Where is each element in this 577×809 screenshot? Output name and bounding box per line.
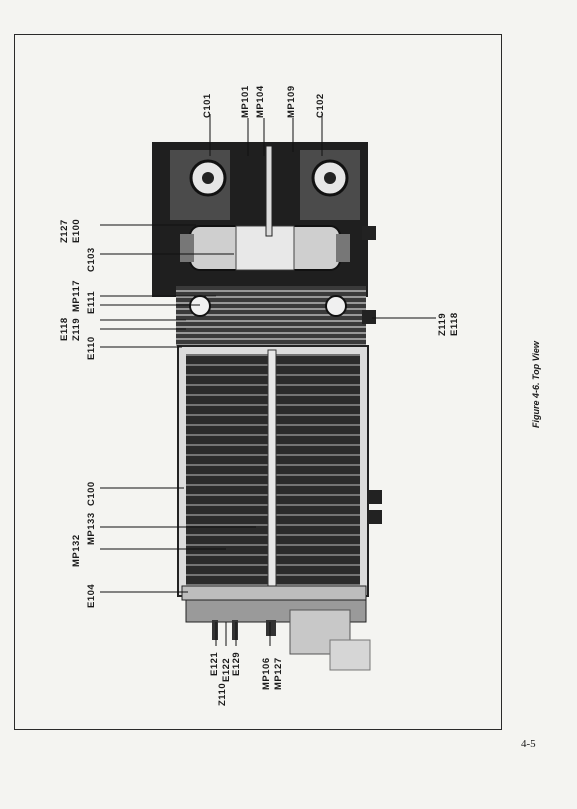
label-e100: E100 — [71, 218, 82, 243]
label-mp104: MP104 — [255, 85, 266, 118]
label-c100: C100 — [86, 481, 97, 506]
label-e110: E110 — [86, 336, 97, 360]
label-mp101: MP101 — [240, 85, 251, 118]
chassis — [152, 142, 376, 346]
figure-frame — [14, 34, 502, 730]
label-c102: C102 — [315, 93, 326, 118]
label-mp109: MP109 — [286, 85, 297, 118]
label-z110: Z110 — [217, 682, 228, 706]
variable-capacitor-c100 — [177, 345, 382, 601]
label-e104: E104 — [86, 583, 97, 608]
label-mp133: MP133 — [86, 512, 97, 545]
label-mp132: MP132 — [71, 534, 82, 567]
label-z127: Z127 — [59, 219, 70, 243]
label-e121: E121 — [209, 651, 220, 676]
bottom-hardware — [185, 599, 371, 671]
label-mp117: MP117 — [71, 279, 82, 312]
label-mp106: MP106 — [261, 657, 272, 690]
label-z119-right: Z119 — [437, 312, 448, 336]
label-mp127: MP127 — [273, 657, 284, 690]
label-e129: E129 — [231, 651, 242, 676]
page-number: 4-5 — [521, 738, 536, 750]
label-c103: C103 — [86, 247, 97, 272]
figure-caption: Figure 4-6. Top View — [531, 341, 541, 428]
leader-lines — [100, 114, 436, 646]
label-e118: E118 — [59, 317, 70, 341]
label-z119: Z119 — [71, 317, 82, 341]
label-c101: C101 — [202, 93, 213, 118]
label-e118-right: E118 — [449, 312, 460, 336]
label-e111: E111 — [86, 290, 97, 314]
